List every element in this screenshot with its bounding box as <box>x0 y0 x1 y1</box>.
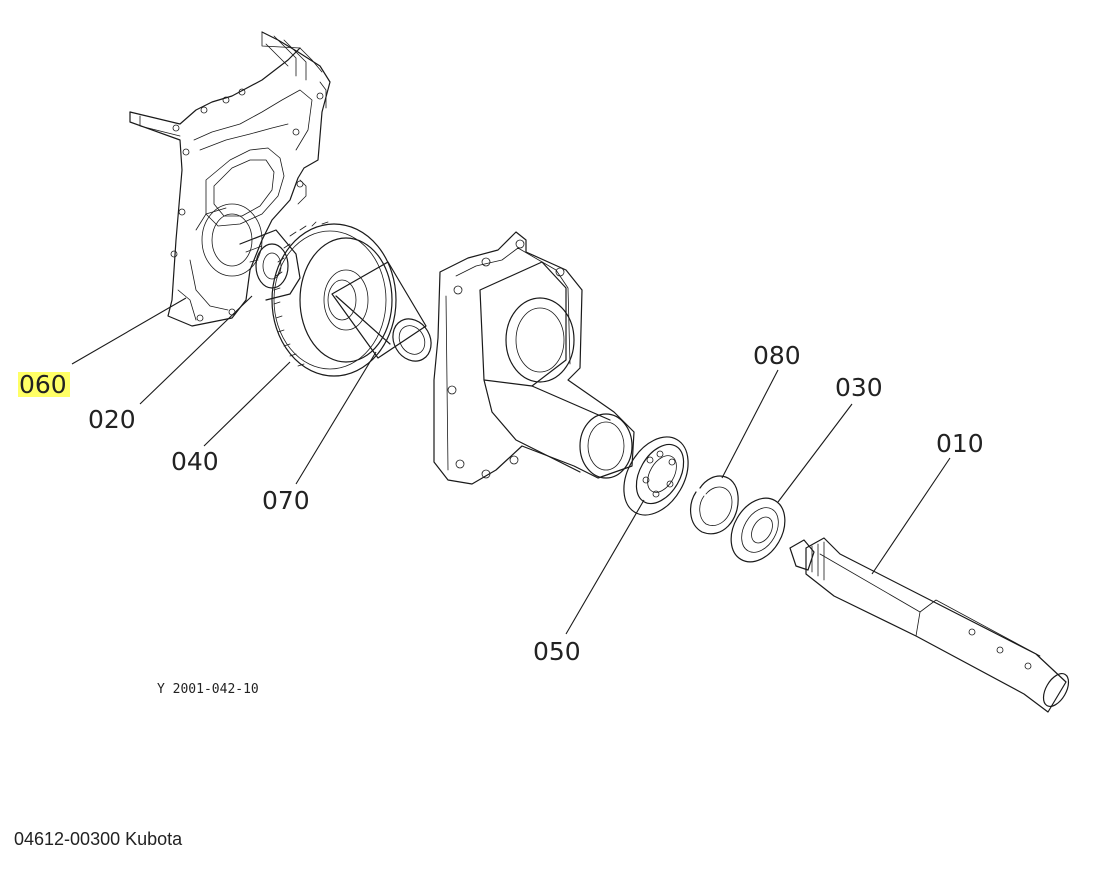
callout-080: 080 <box>753 341 801 370</box>
callout-050: 050 <box>533 637 581 666</box>
callout-070: 070 <box>262 486 310 515</box>
engine-housing <box>129 31 331 327</box>
leader-020 <box>139 295 253 405</box>
gear-040 <box>271 221 397 377</box>
leader-080 <box>721 369 779 479</box>
part-caption: 04612-00300 Kubota <box>14 829 183 849</box>
leader-050 <box>565 499 645 635</box>
drawing-reference-code: Y 2001-042-10 <box>157 682 259 697</box>
leader-040 <box>203 361 291 447</box>
sleeve-070 <box>331 261 432 362</box>
leader-030 <box>777 403 853 503</box>
transmission-case <box>433 231 635 485</box>
leader-010 <box>871 457 951 575</box>
seal-030 <box>730 497 786 563</box>
leader-070 <box>295 351 377 485</box>
callout-060: 060 <box>19 370 67 399</box>
bearing-050 <box>623 436 689 516</box>
callout-020: 020 <box>88 405 136 434</box>
callout-040: 040 <box>171 447 219 476</box>
shaft-010 <box>789 537 1070 713</box>
callout-010: 010 <box>936 429 984 458</box>
leader-lines <box>71 295 951 635</box>
callout-030: 030 <box>835 373 883 402</box>
callout-labels: 060 020 040 070 080 030 010 050 Y 2001-0… <box>18 341 984 697</box>
snap-ring-080 <box>690 475 739 535</box>
callout-060-highlight <box>18 372 70 397</box>
leader-060 <box>71 297 187 365</box>
shaft-bearing-020 <box>239 229 301 301</box>
